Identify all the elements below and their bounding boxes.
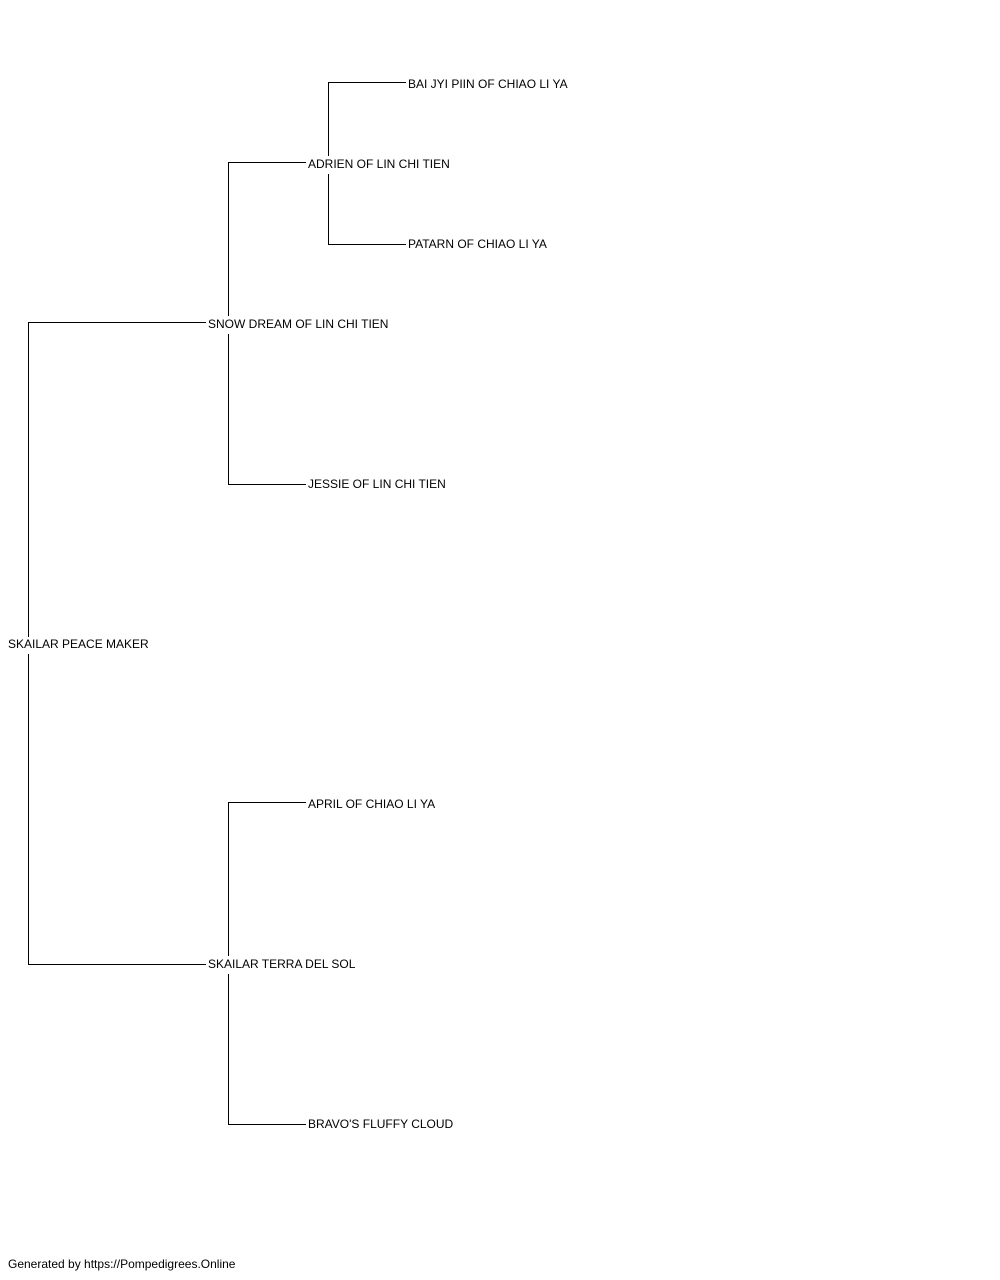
pedigree-node-sire-sire-dam: PATARN OF CHIAO LI YA [408, 237, 549, 251]
pedigree-node-sire: SNOW DREAM OF LIN CHI TIEN [208, 317, 391, 331]
connector-dam-dam-dam [228, 974, 306, 1125]
connector-dam-dam-sire [228, 802, 306, 956]
connector-sire-sire-sire [228, 162, 306, 316]
connector-sire-sire-dam [228, 334, 306, 485]
connector-sire-sire-sire-dam [328, 174, 406, 245]
pedigree-node-dam: SKAILAR TERRA DEL SOL [208, 957, 358, 971]
connector-sire-sire-sire-sire [328, 82, 406, 156]
connector-subject-sire [28, 322, 206, 637]
pedigree-node-sire-dam: JESSIE OF LIN CHI TIEN [308, 477, 448, 491]
pedigree-node-dam-dam: BRAVO'S FLUFFY CLOUD [308, 1117, 456, 1131]
pedigree-node-subject: SKAILAR PEACE MAKER [8, 637, 151, 651]
pedigree-node-sire-sire: ADRIEN OF LIN CHI TIEN [308, 157, 452, 171]
pedigree-node-dam-sire: APRIL OF CHIAO LI YA [308, 797, 438, 811]
pedigree-node-sire-sire-sire: BAI JYI PIIN OF CHIAO LI YA [408, 77, 570, 91]
generated-by-footer: Generated by https://Pompedigrees.Online [8, 1257, 236, 1271]
connector-subject-dam [28, 654, 206, 965]
